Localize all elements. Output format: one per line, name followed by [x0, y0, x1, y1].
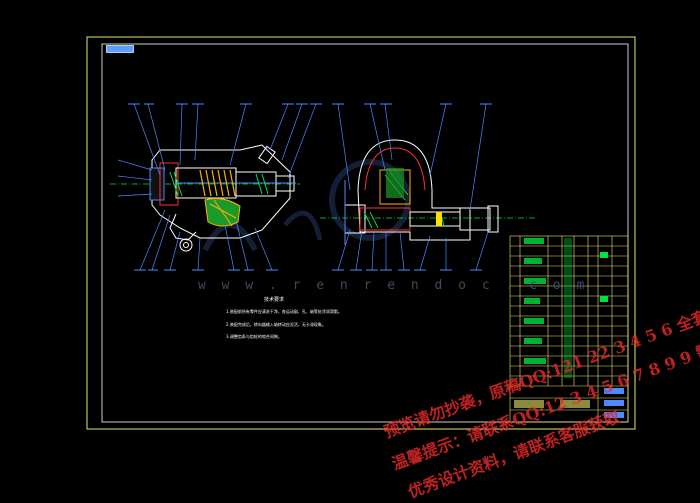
- site-watermark-text: w w w . r e n r e n d o c . c o m: [198, 278, 589, 293]
- right-shaft-highlight: [436, 212, 442, 226]
- title-block-fills: [514, 238, 624, 418]
- cad-drawing-canvas: [86, 36, 636, 430]
- technical-note-line-1: 1.装配前所有零件应清洗干净，各运动副、孔、轴等处涂润滑脂。: [226, 309, 342, 314]
- drawing-number-tag: [106, 45, 134, 53]
- technical-note-line-3: 3.调整齿条与齿轮的啮合间隙。: [226, 334, 282, 339]
- technical-note-line-2: 2.装配完成后，转向器输入轴转动应灵活，无卡滞现象。: [226, 322, 326, 327]
- technical-notes-title: 技术要求: [264, 297, 285, 303]
- left-top-bolt: [258, 145, 276, 165]
- left-section-view: [149, 144, 296, 252]
- balloon-marks: [128, 103, 492, 271]
- left-thread-pattern: [199, 169, 236, 197]
- leader-lines: [117, 103, 489, 271]
- inner-frame: [101, 43, 629, 423]
- right-gear-block: [386, 168, 404, 198]
- outer-frame: [86, 36, 636, 430]
- title-block: [509, 235, 629, 423]
- right-section-view: [344, 139, 499, 245]
- left-shaft-hatch: [169, 171, 269, 197]
- left-sector-gear: [204, 198, 241, 227]
